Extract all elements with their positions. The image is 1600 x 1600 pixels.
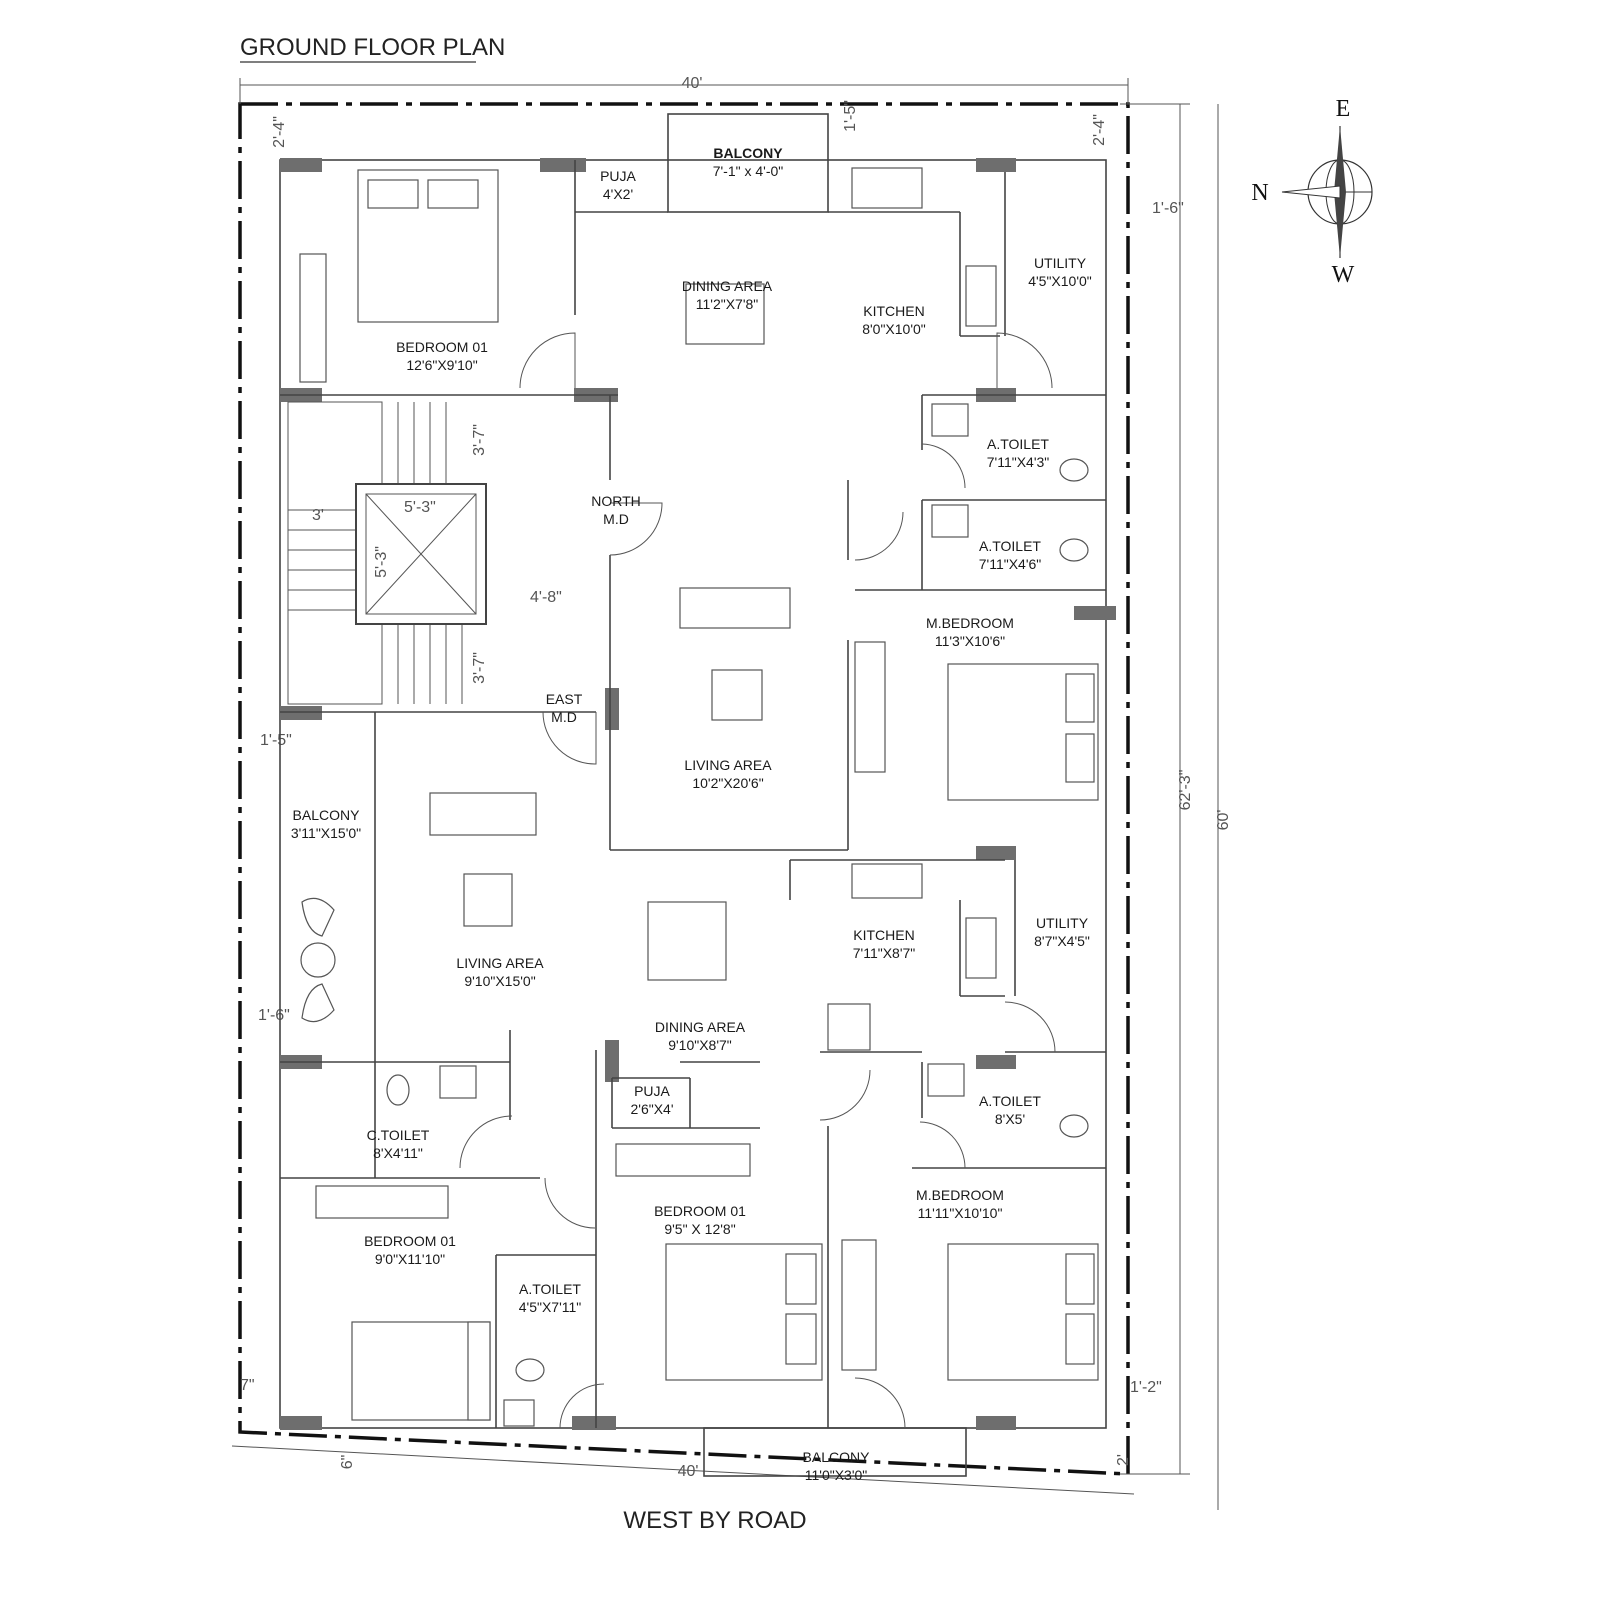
room-name: KITCHEN bbox=[853, 927, 914, 943]
room-name: C.TOILET bbox=[367, 1127, 430, 1143]
br-offset-dim: 1'-2" bbox=[1130, 1379, 1162, 1396]
beds bbox=[351, 169, 1099, 1421]
room-size: 8'X4'11" bbox=[373, 1145, 423, 1161]
room-size: 9'10"X15'0" bbox=[464, 973, 535, 989]
right-outer-dim: 60' bbox=[1215, 810, 1232, 831]
right-inner-dim: 62'-3" bbox=[1177, 770, 1194, 811]
room-name: UTILITY bbox=[1034, 255, 1087, 271]
living-furniture bbox=[429, 283, 791, 981]
compass-north-label: N bbox=[1251, 180, 1268, 206]
room-name: BALCONY bbox=[713, 145, 783, 161]
room-name: LIVING AREA bbox=[456, 955, 544, 971]
kitchen-counters bbox=[827, 167, 997, 1051]
room-size: 4'X2' bbox=[603, 186, 633, 202]
top-width-dim: 40' bbox=[682, 75, 703, 92]
room-size: 11'3"X10'6" bbox=[935, 633, 1005, 649]
bl-bottom-dim: 6" bbox=[339, 1455, 356, 1470]
room-size: 4'5"X7'11" bbox=[519, 1299, 582, 1315]
room-name: M.BEDROOM bbox=[926, 615, 1014, 631]
landing-bottom-dim: 3'-7" bbox=[471, 652, 488, 684]
top-balcony-outline bbox=[667, 113, 829, 213]
room-name: PUJA bbox=[600, 168, 636, 184]
room-size: 7'11"X4'3" bbox=[987, 454, 1050, 470]
room-size: 11'0"X3'0" bbox=[805, 1467, 868, 1483]
compass-east-label: E bbox=[1336, 96, 1351, 122]
landing-top-dim: 3'-7" bbox=[471, 424, 488, 456]
room-size: 7'-1" x 4'-0" bbox=[713, 163, 784, 179]
room-size: 9'5" X 12'8" bbox=[664, 1221, 735, 1237]
room-size: 8'0"X10'0" bbox=[862, 321, 926, 337]
compass-west-label: W bbox=[1332, 262, 1355, 288]
room-size: 2'6"X4' bbox=[630, 1101, 673, 1117]
room-name: A.TOILET bbox=[519, 1281, 581, 1297]
outer-wall bbox=[279, 159, 1107, 1429]
room-size: 7'11"X8'7" bbox=[853, 945, 916, 961]
lobby-dim: 4'-8" bbox=[530, 589, 562, 606]
room-size: 11'2"X7'8" bbox=[696, 296, 759, 312]
room-name: A.TOILET bbox=[987, 436, 1049, 452]
lift-height-dim: 5'-3" bbox=[373, 546, 390, 578]
room-name: BEDROOM 01 bbox=[364, 1233, 456, 1249]
room-name: EAST bbox=[546, 691, 583, 707]
room-size: 8'7"X4'5" bbox=[1034, 933, 1090, 949]
room-name: LIVING AREA bbox=[684, 757, 772, 773]
room-size: 9'10"X8'7" bbox=[668, 1037, 732, 1053]
room-size: M.D bbox=[551, 709, 577, 725]
bottom-balcony-outline bbox=[703, 1427, 967, 1477]
tl-offset-dim: 2'-4" bbox=[271, 116, 288, 148]
balcony-projection-dim: 1'-5" bbox=[842, 100, 859, 132]
compass-icon bbox=[1281, 126, 1373, 258]
tr-offset-dim: 2'-4" bbox=[1091, 114, 1108, 146]
room-size: 7'11"X4'6" bbox=[979, 556, 1042, 572]
bl-offset-dim: 7" bbox=[240, 1377, 255, 1394]
room-name: A.TOILET bbox=[979, 538, 1041, 554]
bottom-dimension-line bbox=[231, 1445, 1135, 1495]
lift-width-dim: 5'-3" bbox=[404, 499, 436, 516]
bottom-width-dim: 40' bbox=[678, 1463, 699, 1480]
door-swings bbox=[459, 332, 1056, 1429]
internal-walls bbox=[280, 160, 1106, 1428]
columns bbox=[280, 158, 1116, 1430]
room-name: BEDROOM 01 bbox=[396, 339, 488, 355]
room-name: BEDROOM 01 bbox=[654, 1203, 746, 1219]
left-offset-dim-2: 1'-6" bbox=[258, 1007, 290, 1024]
toilet-fixtures bbox=[386, 403, 1089, 1427]
room-size: M.D bbox=[603, 511, 629, 527]
room-size: 9'0"X11'10" bbox=[375, 1251, 445, 1267]
room-name: M.BEDROOM bbox=[916, 1187, 1004, 1203]
room-labels: BEDROOM 01 12'6"X9'10" PUJA 4'X2' BALCON… bbox=[291, 145, 1092, 1483]
room-name: NORTH bbox=[591, 493, 641, 509]
room-name: BALCONY bbox=[803, 1449, 871, 1465]
stair-width-dim: 3' bbox=[312, 507, 324, 524]
left-offset-dim-1: 1'-5" bbox=[260, 732, 292, 749]
plan-title: GROUND FLOOR PLAN bbox=[240, 34, 505, 61]
right-step-dim: 1'-6" bbox=[1152, 200, 1184, 217]
room-size: 3'11"X15'0" bbox=[291, 825, 361, 841]
room-name: PUJA bbox=[634, 1083, 670, 1099]
room-name: UTILITY bbox=[1036, 915, 1089, 931]
balcony-chairs bbox=[300, 897, 336, 1023]
room-name: DINING AREA bbox=[682, 278, 773, 294]
road-note: WEST BY ROAD bbox=[623, 1507, 806, 1534]
room-size: 10'2"X20'6" bbox=[692, 775, 763, 791]
room-size: 12'6"X9'10" bbox=[406, 357, 477, 373]
room-size: 4'5"X10'0" bbox=[1028, 273, 1092, 289]
room-name: A.TOILET bbox=[979, 1093, 1041, 1109]
room-name: BALCONY bbox=[293, 807, 361, 823]
room-size: 8'X5' bbox=[995, 1111, 1025, 1127]
room-size: 11'11"X10'10" bbox=[918, 1205, 1003, 1221]
room-name: KITCHEN bbox=[863, 303, 924, 319]
staircase: 3' 5'-3" 5'-3" 3'-7" 3'-7" 4'-8" bbox=[287, 401, 562, 705]
br-bottom-dim: 2' bbox=[1115, 1454, 1132, 1466]
room-name: DINING AREA bbox=[655, 1019, 746, 1035]
wardrobes bbox=[299, 253, 886, 1371]
